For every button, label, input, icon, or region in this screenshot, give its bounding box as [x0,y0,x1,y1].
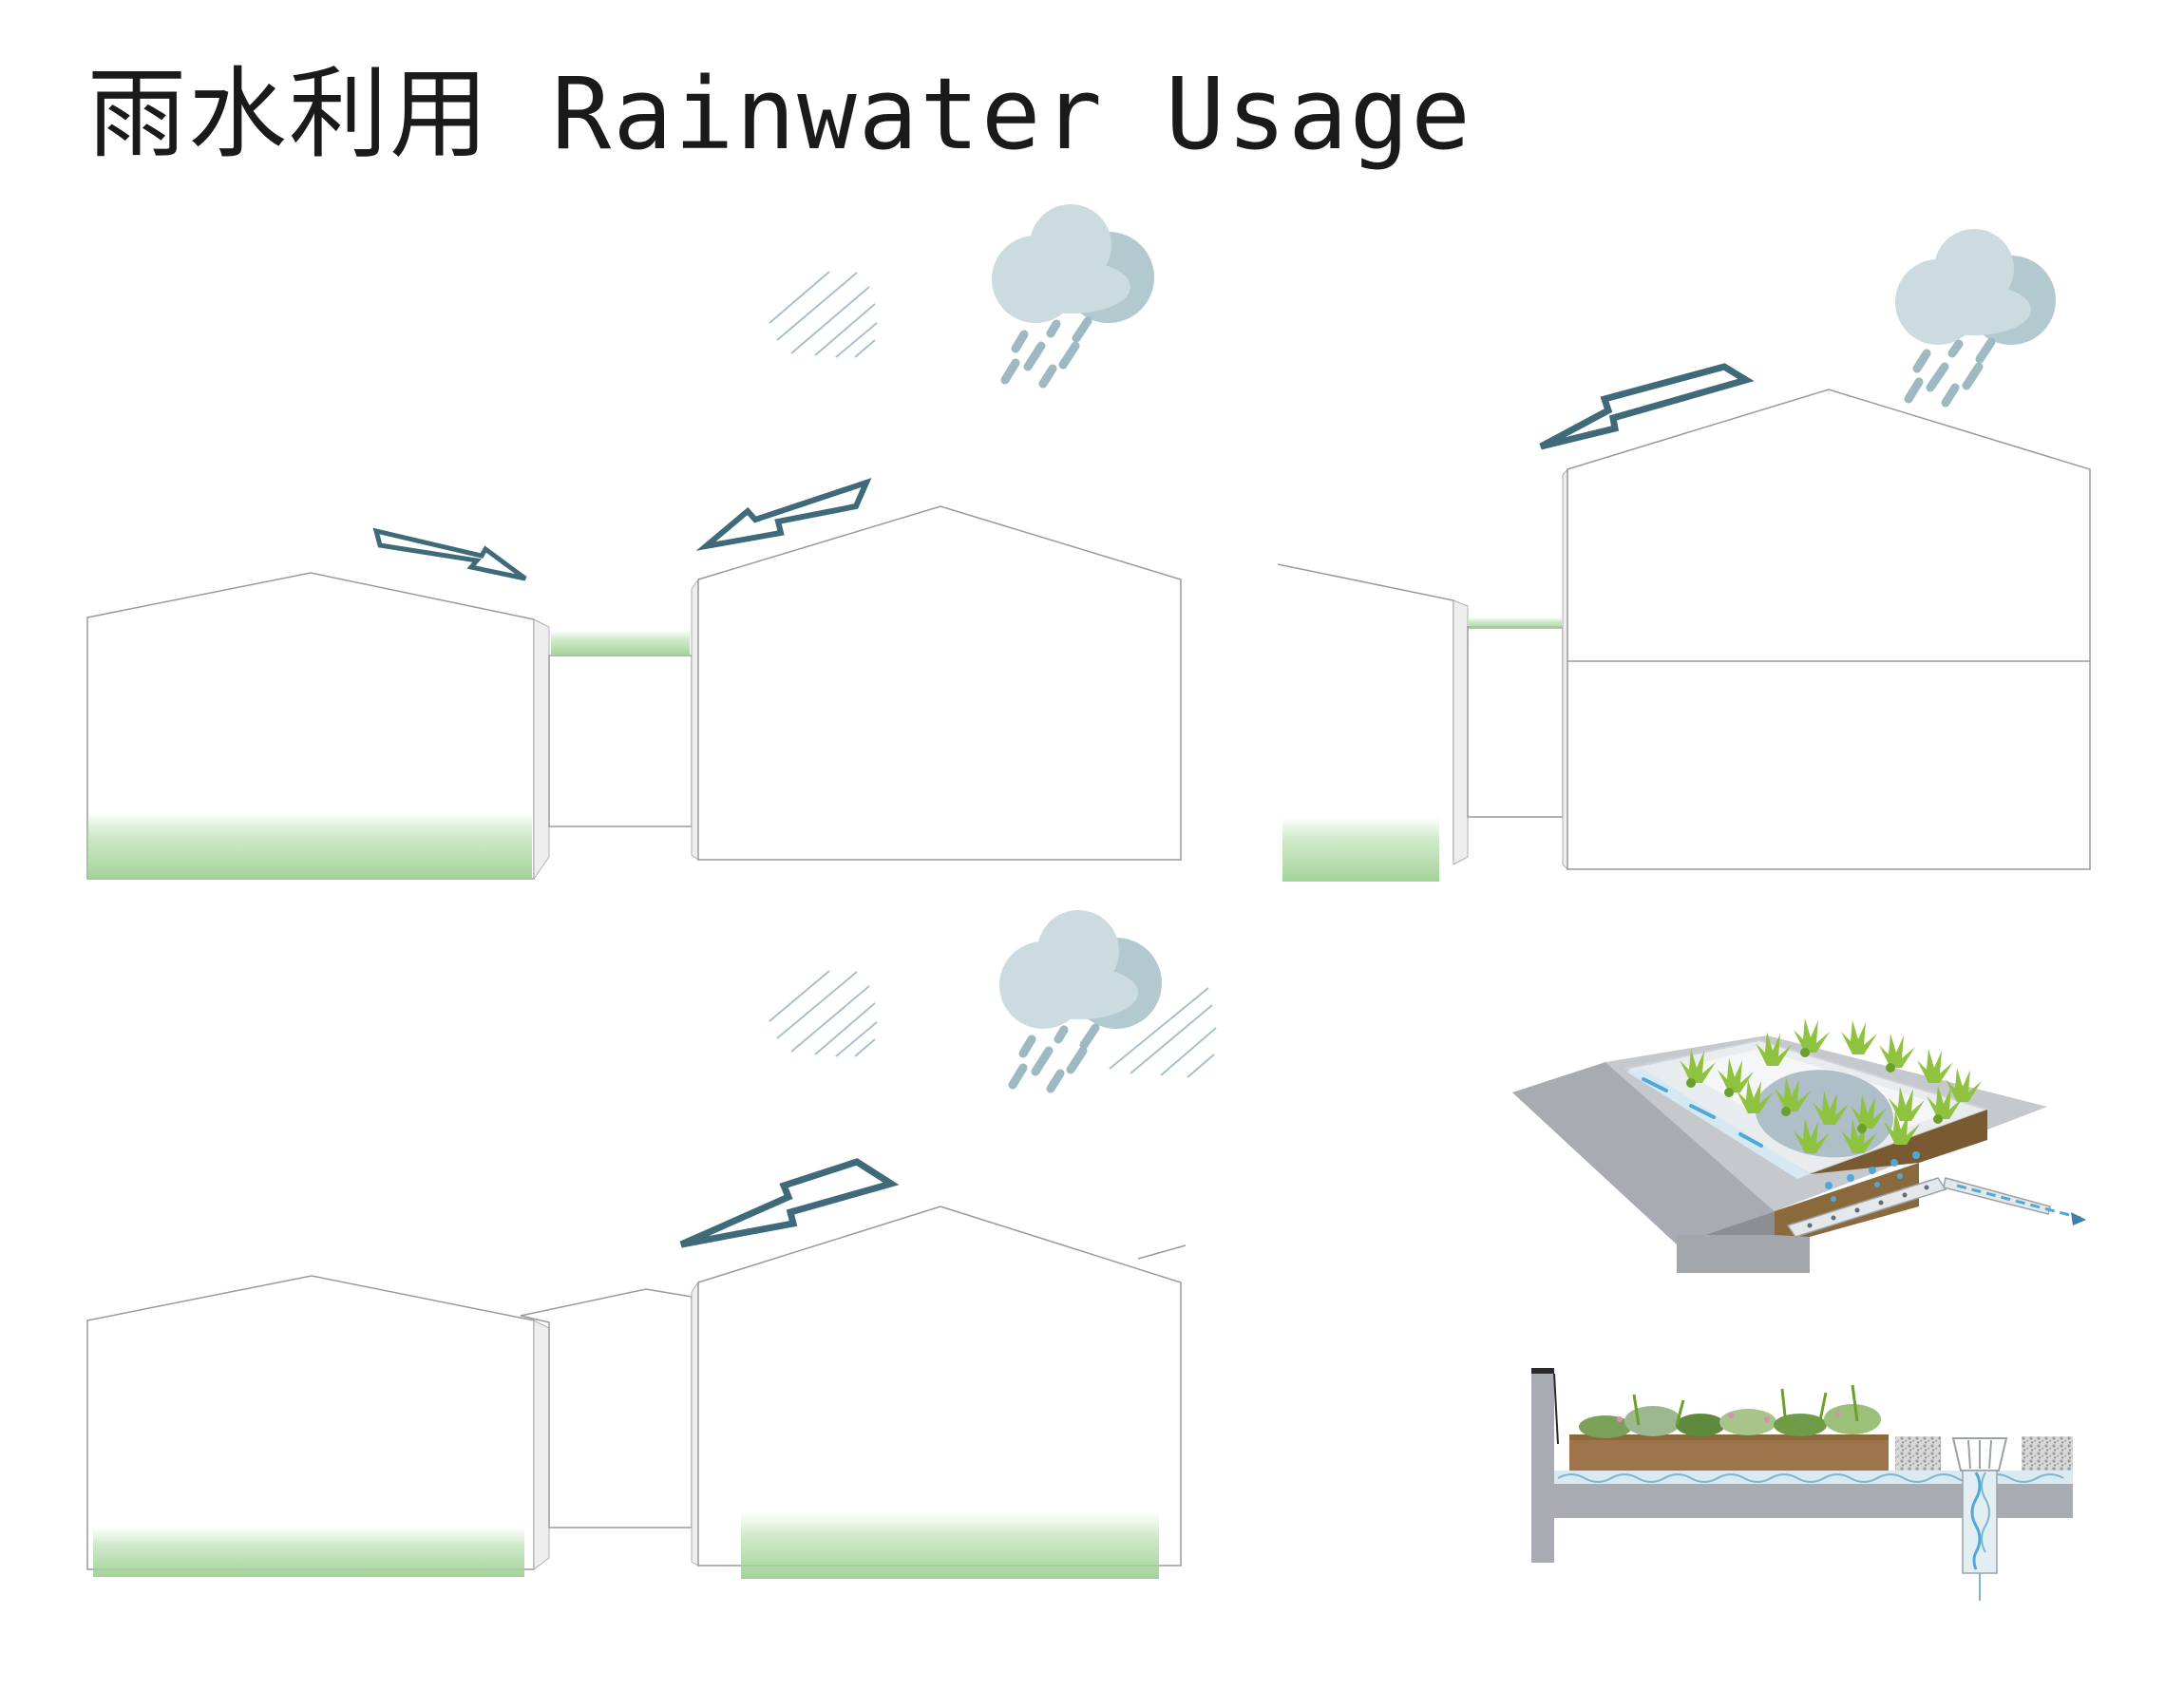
flow-arrow-icon [1539,363,1755,450]
house-right [691,505,1182,861]
grass-icon [741,1512,1159,1579]
grass-icon [1282,817,1439,882]
planter-section-detail [1531,1368,2073,1601]
rain-icon [1904,337,1996,408]
section-3 [86,910,1217,1579]
flow-arrow-icon [695,478,872,551]
house-partial [1277,563,1469,882]
section-1 [86,204,1182,881]
house-tall [1562,389,2091,871]
rain-hatch-icon [769,271,878,358]
page-title: 雨水利用 Rainwater Usage [87,56,1472,172]
flow-arrow-icon [679,1158,900,1248]
plant-icons [1680,1018,1982,1153]
cloud-icon [999,910,1162,1029]
cloud-icon [992,204,1154,323]
house-left [86,1275,550,1577]
rain-hatch-icon [769,970,1217,1078]
rain-icon [1000,316,1092,389]
grass-icon [93,1528,524,1577]
connector-green-roof [1467,617,1564,818]
connector-green-roof [548,631,693,827]
section-2 [1277,229,2091,882]
plant-icons [1579,1384,1881,1438]
grass-icon [87,812,532,879]
flow-arrow-icon [372,527,527,581]
house-left [86,572,550,881]
green-roof-detail [1512,1018,2086,1273]
grass-icon [551,631,690,655]
grass-icon [1469,617,1562,629]
rain-icon [1008,1023,1100,1093]
cloud-icon [1895,229,2056,345]
house-right [691,1206,1187,1579]
